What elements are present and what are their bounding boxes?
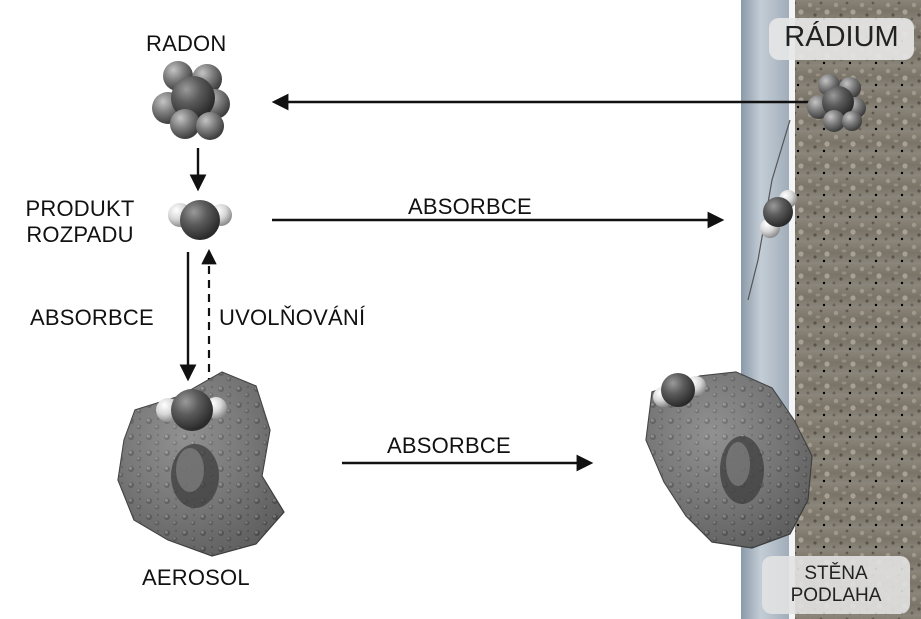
decay-product-molecule-icon — [168, 200, 232, 240]
wall-coating-edge — [789, 0, 795, 619]
radium-badge — [769, 18, 914, 60]
decay-product-label-line2: ROZPADU — [26, 222, 134, 247]
wall-aerosol-decay-product-icon — [653, 373, 706, 407]
radium-radon-molecule-icon — [807, 74, 866, 132]
aerosol-label: AEROSOL — [142, 565, 250, 590]
wall-badge — [762, 556, 910, 614]
absorb-to-wall-label: ABSORBCE — [408, 194, 532, 219]
absorb-to-aerosol-label: ABSORBCE — [30, 305, 154, 330]
radon-molecule-icon — [152, 61, 230, 140]
radium-label: RÁDIUM — [784, 21, 899, 53]
wall-aerosol-particle-icon — [645, 371, 813, 549]
wall-label: STĚNA PODLAHA — [762, 563, 910, 607]
release-label: UVOLŇOVÁNÍ — [219, 305, 366, 330]
aerosol-to-wall-label: ABSORBCE — [387, 433, 511, 458]
radon-label: RADON — [146, 31, 227, 56]
wall-label-line1: STĚNA — [804, 563, 868, 584]
wall-label-line2: PODLAHA — [790, 585, 882, 606]
aerosol-decay-product-icon — [156, 389, 227, 431]
arrows — [179, 93, 812, 472]
decay-product-label: PRODUKT ROZPADU — [10, 196, 150, 248]
wall-decay-product-icon — [760, 190, 797, 238]
decay-product-label-line1: PRODUKT — [25, 196, 135, 221]
